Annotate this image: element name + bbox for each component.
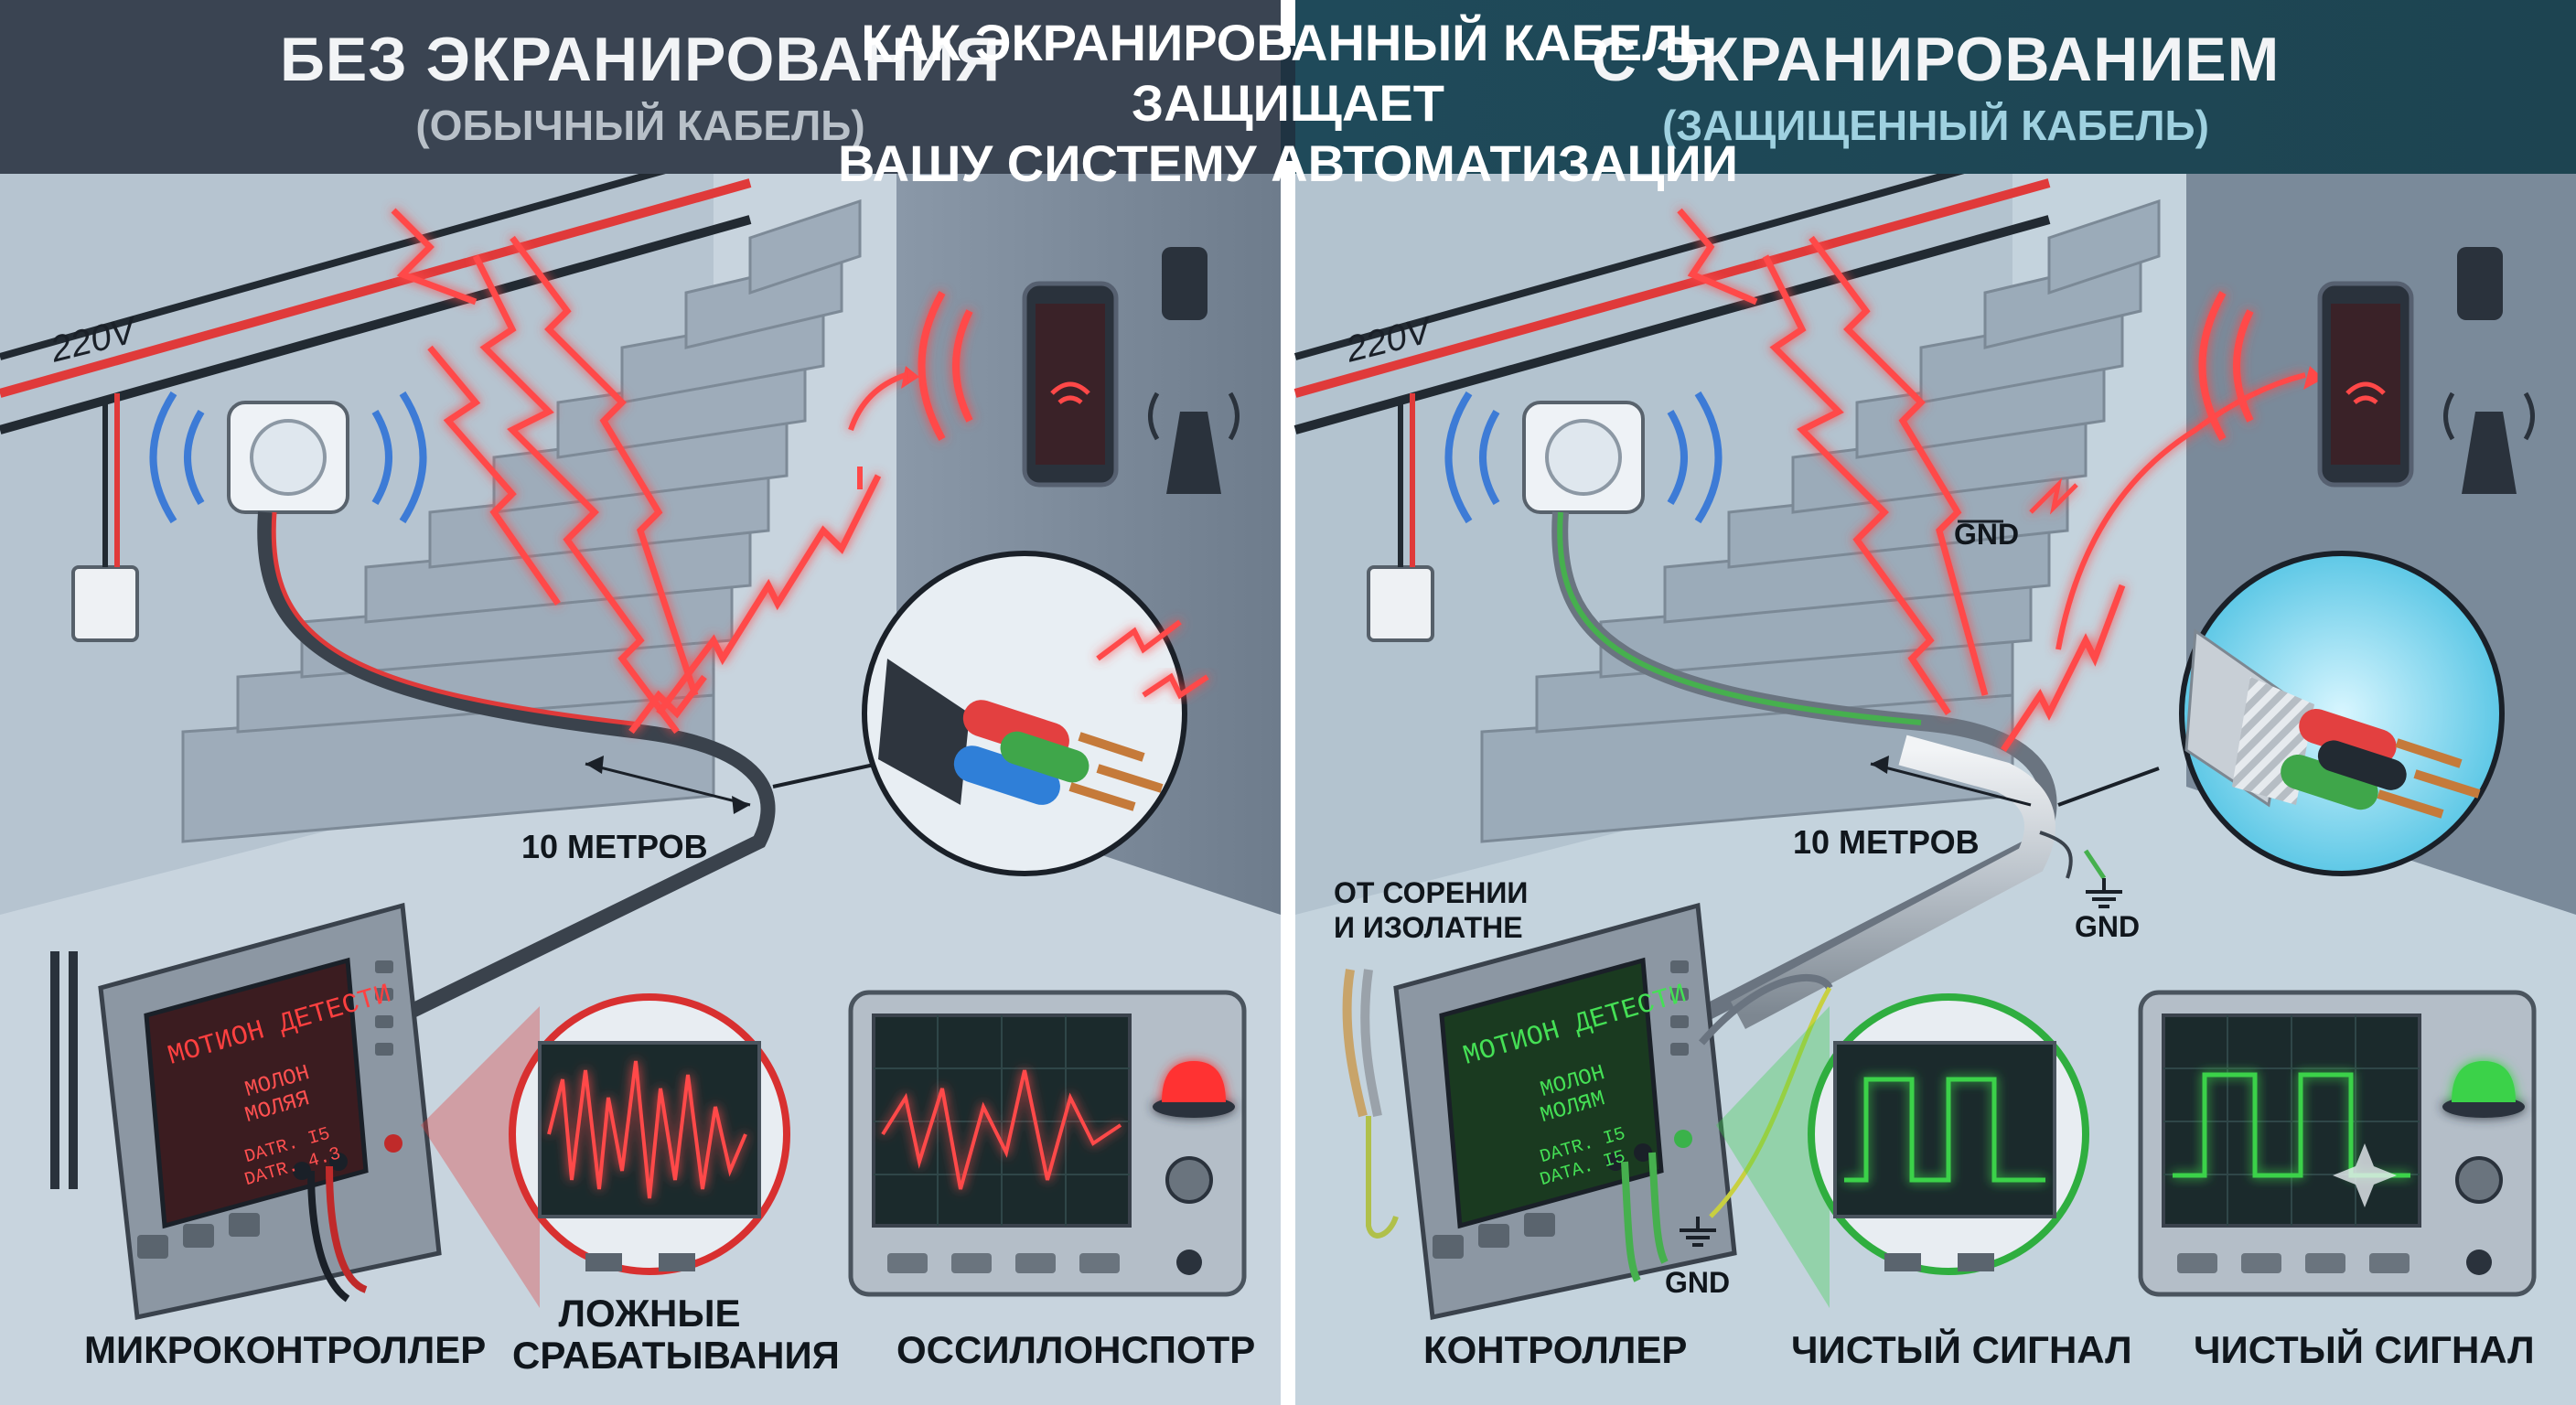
green-status-light [2442, 1061, 2525, 1118]
right-distance-label: 10 МЕТРОВ [1793, 823, 1980, 861]
wall-switch-right [1367, 565, 1434, 642]
wireless-waves-left [918, 291, 973, 441]
note-line-1: ОТ СОРЕНИИ [1334, 876, 1529, 909]
false-triggers-label-1: ЛОЖНЫЕ [558, 1292, 741, 1335]
center-divider [1281, 0, 1295, 1405]
right-stairs [1480, 198, 2161, 843]
left-stairs [181, 198, 862, 843]
right-scene [1293, 143, 2576, 1321]
banner-line-2: ВАШУ СИСТЕМУ АВТОМАТИЗАЦИИ [838, 134, 1738, 192]
note-line-2: И ИЗОЛАТНЕ [1334, 911, 1523, 944]
right-controller-label: КОНТРОЛЛЕР [1423, 1328, 1688, 1371]
controller-buttons-left [137, 960, 393, 1259]
interference-bolts-left [391, 208, 882, 735]
sensor-waves-left [149, 391, 205, 524]
gnd-cable-label: GND [2075, 910, 2141, 943]
scope-waveform-right [2173, 1072, 2410, 1178]
right-title: С ЭКРАНИРОВАНИЕМ [1591, 25, 2281, 94]
interference-bolts-right [1677, 208, 2126, 752]
distance-arrow-left [585, 762, 751, 807]
left-scene [0, 143, 1281, 1321]
shield-sleeve [1731, 735, 2055, 1030]
left-controller-label: МИКРОКОНТРОЛЛЕР [84, 1328, 487, 1371]
clean-signal-label-1: ЧИСТЫЙ СИГНАЛ [1791, 1328, 2132, 1371]
left-subtitle: (ОБЫЧНЫЙ КАБЕЛЬ) [415, 102, 865, 149]
red-alarm-light [1153, 1061, 1235, 1118]
power-line-black [0, 215, 752, 434]
clean-waveform [1844, 1077, 2045, 1183]
noise-waveform [547, 1060, 747, 1199]
title-banner: КАК ЭКРАНИРОВАННЫЙ КАБЕЛЬ ЗАЩИЩАЕТ ВАШУ … [721, 14, 1855, 192]
power-line-red [0, 178, 752, 398]
antenna-left [1166, 412, 1221, 494]
unshielded-cable [257, 511, 776, 1032]
power-line-black-2 [0, 143, 752, 360]
left-scope-label: ОССИЛЛОНСПОТР [896, 1328, 1256, 1371]
right-subtitle: (ЗАЩИЩЕННЫЙ КАБЕЛЬ) [1662, 102, 2209, 149]
right-header: С ЭКРАНИРОВАНИЕМ (ЗАЩИЩЕННЫЙ КАБЕЛЬ) [1295, 0, 2576, 174]
ground-symbol-cable [2086, 878, 2122, 908]
gnd-top-label: GND [1954, 518, 2020, 551]
banner-line-1: КАК ЭКРАНИРОВАННЫЙ КАБЕЛЬ ЗАЩИЩАЕТ [861, 14, 1715, 132]
scope-waveform-left [881, 1069, 1122, 1190]
wall-switch [71, 565, 139, 642]
clean-signal-label-2: ЧИСТЫЙ СИГНАЛ [2194, 1328, 2535, 1371]
left-distance-label: 10 МЕТРОВ [521, 828, 708, 865]
gnd-controller-label: GND [1665, 1266, 1731, 1299]
left-header: БЕЗ ЭКРАНИРОВАНИЯ (ОБЫЧНЫЙ КАБЕЛЬ) [0, 0, 1281, 174]
false-triggers-label-2: СРАБАТЫВАНИЯ [512, 1334, 840, 1377]
left-title: БЕЗ ЭКРАНИРОВАНИЯ [279, 25, 1002, 94]
wall-plug-left [1162, 247, 1208, 320]
